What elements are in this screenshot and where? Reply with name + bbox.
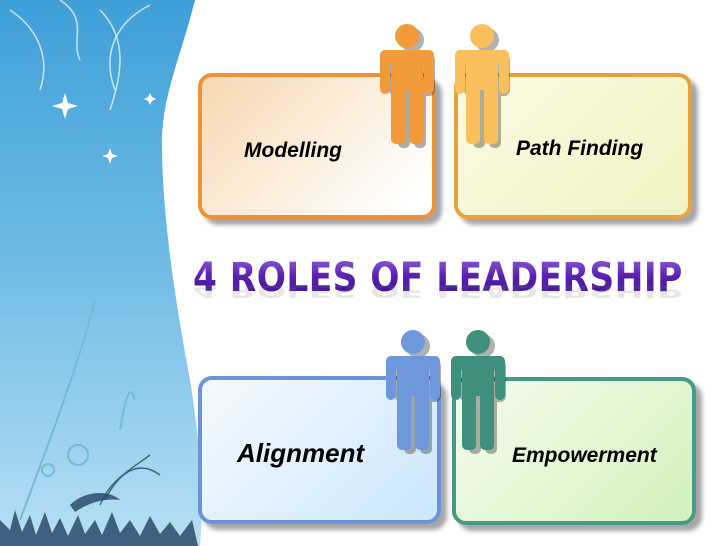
person-icon (380, 24, 435, 148)
role-label: Empowerment (512, 444, 657, 467)
title-reflection: 4 ROLES OF LEADERSHIP (193, 280, 683, 302)
person-icon (451, 330, 506, 454)
person-icon (386, 330, 441, 454)
role-label: Modelling (244, 139, 342, 162)
role-box-alignment: Alignment (198, 376, 441, 524)
role-label: Path Finding (516, 137, 644, 160)
role-box-path-finding: Path Finding (454, 73, 692, 219)
page-title: 4 ROLES OF LEADERSHIP (193, 255, 683, 301)
decorative-sidebar (0, 0, 202, 546)
role-label: Alignment (237, 438, 365, 468)
person-icon (455, 24, 510, 148)
